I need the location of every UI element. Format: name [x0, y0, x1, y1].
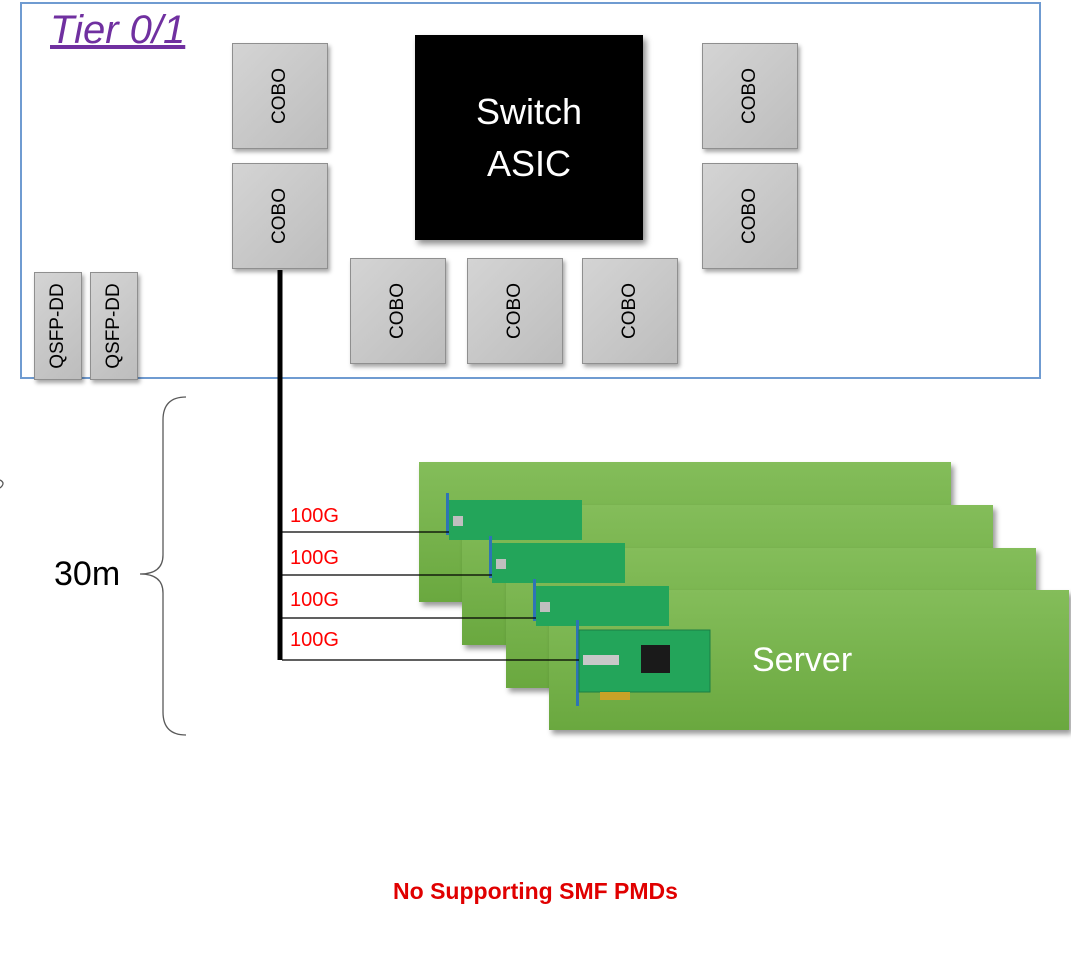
nic-card-icon	[533, 579, 669, 626]
asic-label-line1: Switch	[475, 90, 583, 132]
asic-label-line2: ASIC	[486, 142, 572, 184]
nic-card-icon	[489, 536, 625, 583]
distance-brace	[139, 396, 187, 736]
link-speed-label: 100G	[290, 505, 339, 527]
qsfp-dd-module: QSFP-DD	[34, 272, 82, 380]
cobo-module: COBO	[582, 258, 678, 364]
nic-card-icon	[446, 493, 582, 540]
cobo-module: COBO	[467, 258, 563, 364]
link-speed-label: 100G	[290, 589, 339, 611]
caption: No Supporting SMF PMDs	[393, 878, 678, 904]
qsfp-dd-module: QSFP-DD	[90, 272, 138, 380]
switch-asic: Switch ASIC	[415, 35, 643, 240]
nic-card-icon	[576, 620, 711, 706]
edge-arc	[0, 479, 4, 489]
cobo-module: COBO	[232, 163, 328, 269]
link-speed-label: 100G	[290, 629, 339, 651]
tier-title: Tier 0/1	[50, 8, 186, 52]
cobo-module: COBO	[702, 163, 798, 269]
distance-label: 30m	[54, 555, 121, 593]
cobo-module: COBO	[232, 43, 328, 149]
cobo-module: COBO	[702, 43, 798, 149]
link-speed-label: 100G	[290, 547, 339, 569]
cobo-module: COBO	[350, 258, 446, 364]
server-label: Server	[752, 641, 853, 679]
